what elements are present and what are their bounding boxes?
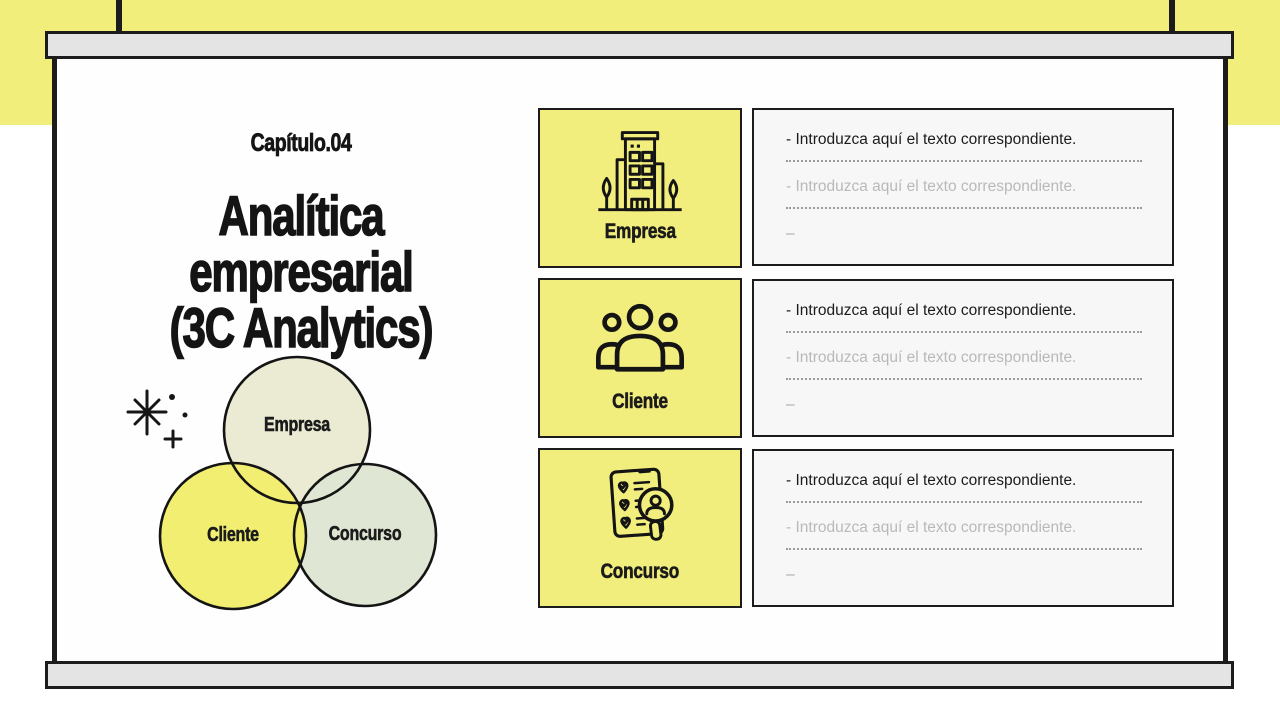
card-label-concurso: Concurso (600, 560, 680, 584)
text-panel-cliente: - Introduzca aquí el texto correspondien… (752, 279, 1174, 437)
placeholder-text[interactable]: - Introduzca aquí el texto correspondien… (786, 178, 1077, 195)
slide-title: Analítica empresarial (3C Analytics) (106, 184, 496, 359)
placeholder-text[interactable]: - Introduzca aquí el texto correspondien… (786, 519, 1077, 536)
dotted-separator (786, 378, 1142, 380)
placeholder-text[interactable]: - Introduzca aquí el texto correspondien… (786, 472, 1077, 489)
screen-top-rail (45, 31, 1234, 59)
slide-title-line1: Analítica empresarial (189, 184, 415, 303)
text-panel-empresa: - Introduzca aquí el texto correspondien… (752, 108, 1174, 266)
hanger-rod-left (116, 0, 122, 34)
placeholder-text[interactable]: – (786, 566, 795, 583)
venn-circle-cliente (160, 463, 306, 609)
venn-label-empresa: Empresa (264, 414, 331, 437)
placeholder-text[interactable]: - Introduzca aquí el texto correspondien… (786, 302, 1077, 319)
placeholder-text[interactable]: - Introduzca aquí el texto correspondien… (786, 131, 1077, 148)
dotted-separator (786, 160, 1142, 162)
card-concurso: Concurso (538, 448, 742, 608)
card-label-empresa: Empresa (604, 220, 676, 244)
slide-title-line2: (3C Analytics) (169, 296, 434, 359)
chapter-label: Capítulo.04 (250, 129, 352, 158)
placeholder-text[interactable]: – (786, 396, 795, 413)
venn-label-cliente: Cliente (207, 524, 259, 547)
card-cliente: Cliente (538, 278, 742, 438)
dotted-separator (786, 501, 1142, 503)
sparkle-decoration-icon (126, 389, 188, 449)
venn-label-concurso: Concurso (328, 523, 402, 546)
venn-diagram (158, 355, 438, 611)
checklist-search-icon (609, 467, 674, 541)
placeholder-text[interactable]: – (786, 225, 795, 242)
building-icon (598, 131, 682, 212)
people-icon (595, 303, 685, 372)
card-label-cliente: Cliente (612, 390, 668, 414)
text-panel-concurso: - Introduzca aquí el texto correspondien… (752, 449, 1174, 607)
screen-bottom-rail (45, 661, 1234, 689)
card-empresa: Empresa (538, 108, 742, 268)
placeholder-text[interactable]: - Introduzca aquí el texto correspondien… (786, 349, 1077, 366)
dotted-separator (786, 207, 1142, 209)
dotted-separator (786, 331, 1142, 333)
dotted-separator (786, 548, 1142, 550)
venn-circle-empresa (224, 357, 370, 503)
hanger-rod-right (1169, 0, 1175, 34)
venn-circle-concurso (294, 464, 436, 606)
